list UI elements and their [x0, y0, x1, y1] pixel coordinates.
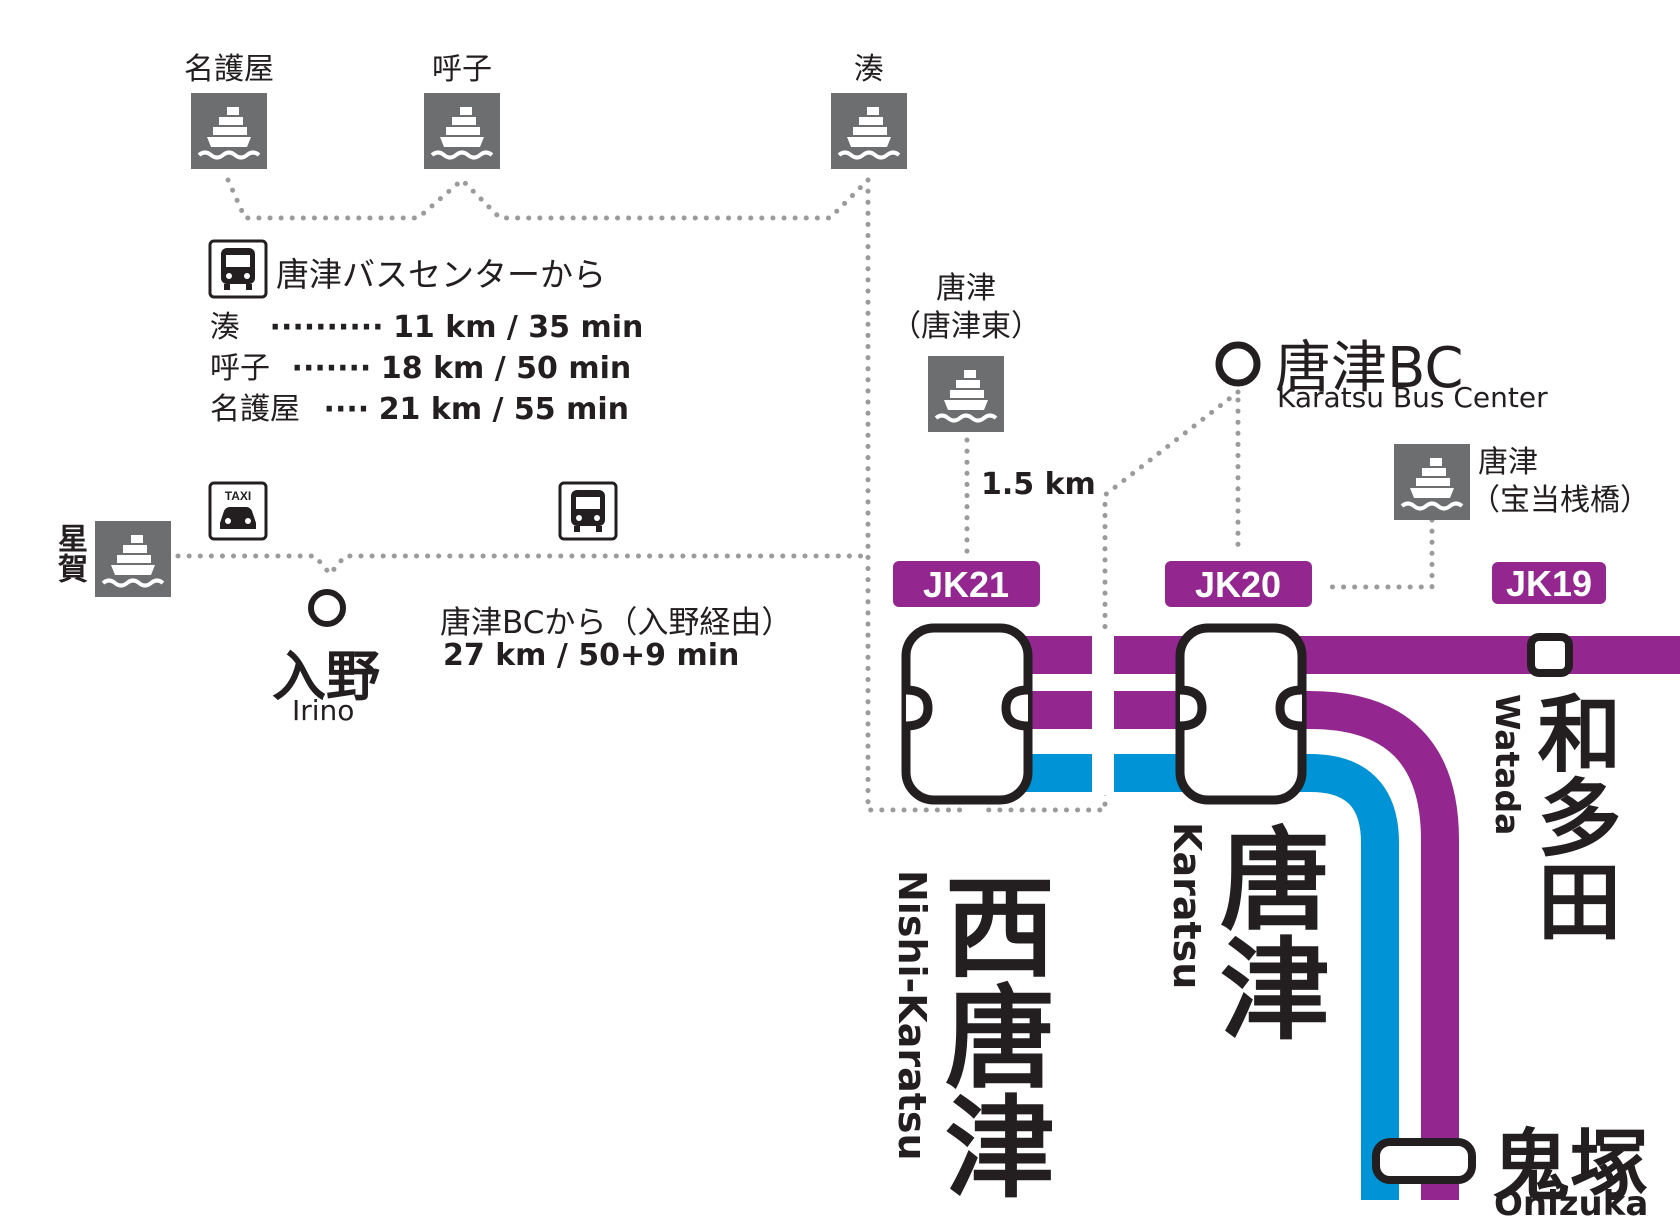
svg-text:JK19: JK19 — [1506, 563, 1592, 604]
stop-mark-irino — [308, 589, 346, 627]
ferry-icon — [93, 519, 173, 599]
code-badge-jk19: JK19 — [1492, 562, 1606, 604]
bus-info-leader: ···· — [323, 392, 370, 427]
port-name-yobuko: 呼子 — [432, 52, 492, 87]
ferry-icon — [829, 91, 909, 171]
irino-route-line1: 唐津BCから（入野経由） — [440, 605, 793, 641]
port-name-hoshika: 星賀 — [52, 523, 87, 583]
svg-text:JK20: JK20 — [1195, 564, 1281, 605]
ferry-icon — [1392, 442, 1472, 522]
bus-info-heading: 唐津バスセンターから — [276, 255, 606, 294]
port-name-hotoutou-line1: 唐津 — [1478, 445, 1538, 480]
distance-label: 1.5 km — [981, 467, 1096, 502]
bus-info-value: 11 km / 35 min — [393, 310, 644, 345]
taxi-icon: TAXI — [208, 481, 268, 541]
station-name-onizuka: 鬼塚 — [1492, 1122, 1649, 1212]
stop-roman-irino: Irino — [292, 694, 355, 727]
irino-route-line2: 27 km / 50+9 min — [443, 638, 740, 673]
station-name-karatsu: 唐津 — [1201, 822, 1329, 1042]
bus-center-name: 唐津BC — [1275, 336, 1464, 401]
ferry-icon — [189, 91, 269, 171]
bus-info-row: 湊 ·········· 11 km / 35 min — [210, 307, 643, 348]
port-name-hotoutou-line2: （宝当桟橋） — [1470, 483, 1650, 518]
bus-center-roman: Karatsu Bus Center — [1277, 381, 1548, 414]
port-name-karatsu-east-line1: 唐津 — [936, 271, 996, 306]
bus-info-place: 呼子 — [210, 351, 270, 386]
svg-text:JK21: JK21 — [923, 564, 1009, 605]
bus-info-leader: ······· — [291, 351, 372, 386]
station-mark-jk19 — [1527, 633, 1573, 677]
code-badge-jk20: JK20 — [1165, 561, 1312, 607]
port-name-karatsu-east-line2: （唐津東） — [891, 309, 1041, 344]
dotted-connectors — [175, 176, 1435, 813]
port-name-nagoya: 名護屋 — [184, 52, 274, 87]
station-mark-onizuka — [1372, 1138, 1476, 1184]
bus-info-value: 21 km / 55 min — [378, 392, 630, 427]
ferry-icon — [422, 91, 502, 171]
stop-mark-bus-center — [1215, 341, 1261, 387]
bus-info-row: 名護屋 ···· 21 km / 55 min — [210, 389, 643, 430]
port-name-karatsu-east: 唐津 （唐津東） — [891, 270, 1041, 346]
code-badge-jk21: JK21 — [893, 561, 1040, 607]
station-name-watada: 和多田 — [1524, 690, 1622, 942]
port-name-minato: 湊 — [854, 52, 884, 87]
rail-line-blue — [1020, 754, 1399, 1200]
bus-info-place: 名護屋 — [210, 392, 300, 427]
port-name-hotoutou: 唐津 （宝当桟橋） — [1470, 444, 1650, 520]
bus-icon — [208, 239, 268, 299]
station-roman-onizuka: Onizuka — [1494, 1184, 1649, 1224]
station-roman-karatsu: Karatsu — [1165, 822, 1209, 990]
rail-line-purple-lower — [1020, 691, 1459, 1200]
ferry-icon — [926, 354, 1006, 434]
station-roman-nishi-karatsu: Nishi-Karatsu — [890, 870, 934, 1161]
bus-info-table: 湊 ·········· 11 km / 35 min 呼子 ······· 1… — [210, 307, 643, 430]
bus-info-leader: ·········· — [269, 310, 384, 345]
station-name-nishi-karatsu: 西唐津 — [926, 870, 1054, 1200]
bus-icon — [558, 481, 618, 541]
taxi-label: TAXI — [225, 489, 251, 503]
bus-info-place: 湊 — [210, 310, 240, 345]
bus-info-row: 呼子 ······· 18 km / 50 min — [210, 348, 643, 389]
stop-name-irino: 入野 — [272, 645, 380, 708]
station-roman-watada: Watada — [1488, 694, 1527, 836]
bus-info-value: 18 km / 50 min — [380, 351, 632, 386]
